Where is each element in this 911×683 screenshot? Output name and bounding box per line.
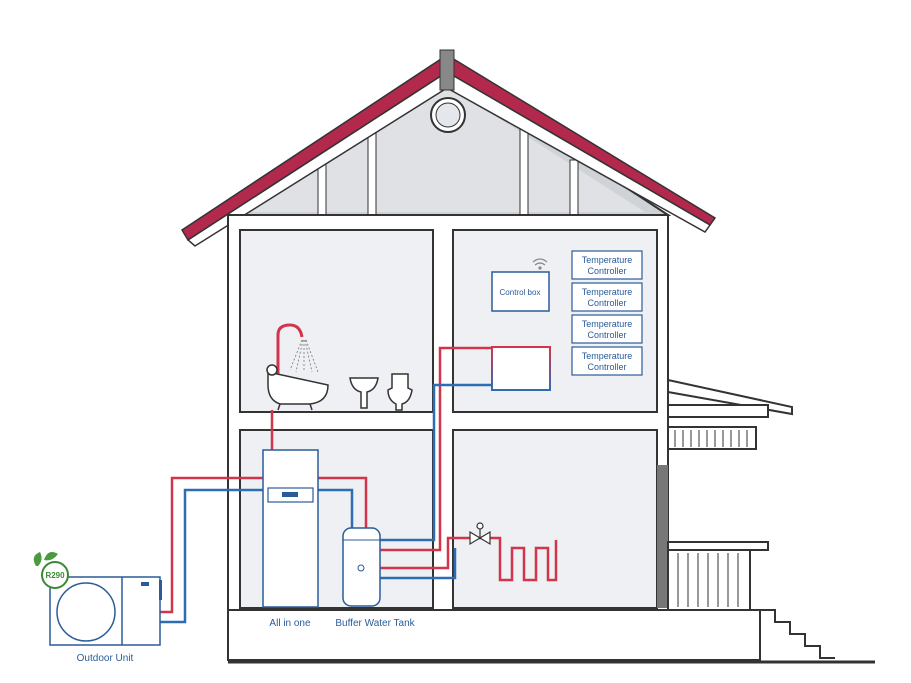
room-lower-right xyxy=(452,429,658,609)
foundation xyxy=(227,609,761,661)
tc-label: Temperature xyxy=(582,319,633,329)
outdoor-unit: Outdoor Unit xyxy=(49,576,162,664)
house-body xyxy=(227,214,875,664)
bathroom-fixtures xyxy=(266,323,413,411)
fan-icon xyxy=(56,582,116,642)
control-box: Control box xyxy=(491,258,550,312)
sink xyxy=(349,377,379,409)
outdoor-unit-label: Outdoor Unit xyxy=(77,653,134,664)
temperature-controllers: Temperature Controller Temperature Contr… xyxy=(571,250,643,376)
temperature-controller: Temperature Controller xyxy=(571,346,643,376)
svg-text:R290: R290 xyxy=(45,571,65,580)
temperature-controller: Temperature Controller xyxy=(571,282,643,312)
temperature-controller: Temperature Controller xyxy=(571,314,643,344)
control-box-label: Control box xyxy=(500,288,541,297)
roof xyxy=(180,49,717,247)
buffer-tank-label: Buffer Water Tank xyxy=(335,618,415,629)
temperature-controller: Temperature Controller xyxy=(571,250,643,280)
porch xyxy=(667,378,835,659)
tc-label: Temperature xyxy=(582,255,633,265)
cold-pipes xyxy=(160,383,492,624)
tc-label: Controller xyxy=(587,362,626,372)
all-in-one-unit: All in one xyxy=(262,449,319,629)
tc-label: Temperature xyxy=(582,351,633,361)
bathtub xyxy=(267,371,329,405)
valve-icon xyxy=(469,522,491,546)
all-in-one-label: All in one xyxy=(269,618,311,629)
tc-label: Controller xyxy=(587,266,626,276)
hot-pipes xyxy=(160,346,558,614)
buffer-water-tank: Buffer Water Tank xyxy=(335,527,416,629)
r290-eco-logo: R290 xyxy=(33,552,69,589)
tc-label: Controller xyxy=(587,298,626,308)
tc-label: Temperature xyxy=(582,287,633,297)
stairs xyxy=(760,609,835,659)
toilet xyxy=(387,373,413,411)
tc-label: Controller xyxy=(587,330,626,340)
radiator xyxy=(491,346,551,391)
wifi-icon xyxy=(532,258,548,270)
